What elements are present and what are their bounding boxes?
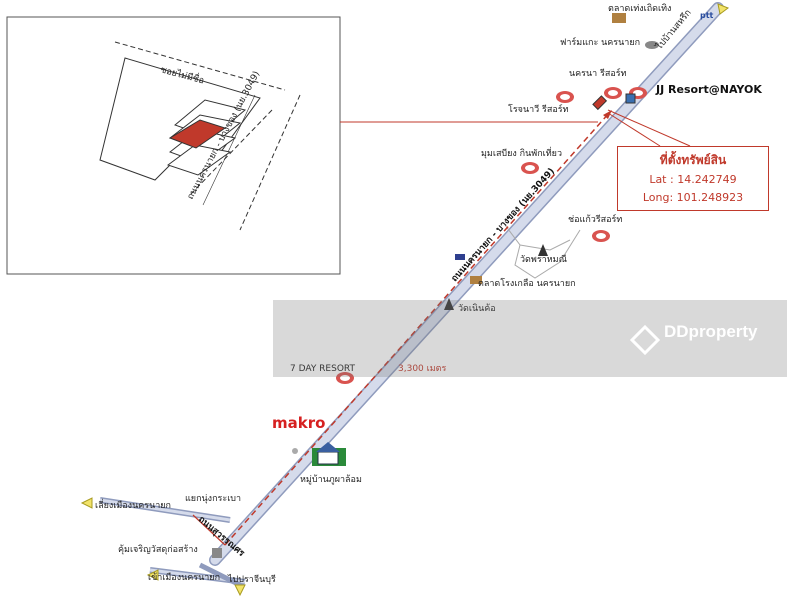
arrow-south-icon bbox=[234, 584, 246, 597]
resort-icon bbox=[592, 230, 610, 242]
place-label: ตลาดเท่งเถิดเทิง bbox=[608, 3, 671, 14]
main-road-label: ถนนนครนายก - บางของ (นย.3049) bbox=[450, 167, 557, 284]
market-icon bbox=[612, 13, 626, 23]
place-label: แยกนุ่งกระเบา bbox=[185, 494, 241, 504]
place-label: นครนา รีสอร์ท bbox=[569, 67, 627, 79]
sheep-farm-icon bbox=[645, 41, 659, 49]
inset-road-line-2 bbox=[189, 109, 273, 196]
village-icon bbox=[312, 442, 346, 466]
resort-name-label: JJ Resort@NAYOK bbox=[655, 83, 762, 96]
makro-label: makro bbox=[272, 414, 325, 432]
route-arrow-head bbox=[603, 110, 612, 119]
place-label: ไปปราจีนบุรี bbox=[227, 574, 276, 585]
place-label: 7 DAY RESORT bbox=[290, 364, 356, 374]
inset-frame bbox=[6, 16, 341, 275]
latitude-value: Lat : 14.242749 bbox=[649, 173, 737, 186]
market-icon bbox=[470, 276, 482, 284]
resort-icon bbox=[604, 87, 622, 99]
watermark-band bbox=[273, 300, 787, 377]
resort-icon bbox=[336, 372, 354, 384]
inset-road-line bbox=[239, 94, 301, 231]
distance-label: 3,300 เมตร bbox=[398, 364, 446, 374]
place-label: ฟาร์มแกะ นครนายก bbox=[560, 36, 640, 48]
resort-icon bbox=[521, 162, 539, 174]
place-label: มุมเสบียง กินพักเที่ยว bbox=[481, 146, 562, 159]
longitude-value: Long: 101.248923 bbox=[642, 191, 744, 204]
place-label: โรจนาวี รีสอร์ท bbox=[508, 103, 569, 115]
makro-icon bbox=[292, 448, 298, 454]
place-label: เข้าเมืองนครนายก bbox=[148, 572, 220, 583]
location-info-box: ที่ตั้งทรัพย์สิน Lat : 14.242749 Long: 1… bbox=[617, 146, 769, 211]
inset-road-edge bbox=[202, 94, 256, 206]
shop-icon bbox=[212, 548, 222, 558]
route-start-line bbox=[192, 514, 226, 546]
temple-icon bbox=[538, 244, 548, 256]
resort-icon bbox=[556, 91, 574, 103]
subject-site-marker bbox=[592, 95, 608, 111]
watermark-text: DDproperty bbox=[664, 322, 758, 341]
place-label: เลี่ยงเมืองนครนายก bbox=[95, 498, 171, 511]
place-label: ช่อแก้วรีสอร์ท bbox=[568, 213, 622, 225]
place-label: คุ้มเจริญวัสดุก่อสร้าง bbox=[118, 544, 198, 555]
inset-soi-line-top bbox=[114, 41, 286, 91]
info-box-title: ที่ตั้งทรัพย์สิน bbox=[659, 153, 727, 167]
bank-icon bbox=[455, 254, 465, 260]
info-pointer-2 bbox=[607, 112, 661, 147]
inset-subject-parcel bbox=[168, 119, 227, 149]
place-label: หมู่บ้านภูผาล้อม bbox=[300, 474, 362, 485]
watermark-logo-icon bbox=[630, 325, 660, 355]
ptt-label: ptt bbox=[700, 11, 714, 20]
place-label: วัดเนินค้อ bbox=[458, 303, 496, 314]
arrow-west-icon bbox=[80, 497, 93, 509]
place-label: ตลาดโรงเกลือ นครนายก bbox=[478, 278, 576, 289]
arrow-west-icon bbox=[146, 569, 159, 581]
info-pointer-1 bbox=[607, 109, 691, 147]
arrow-northeast-icon bbox=[717, 3, 730, 15]
route-line bbox=[224, 111, 611, 546]
place-label: วัดพราหมณี bbox=[520, 254, 567, 265]
temple-icon bbox=[444, 298, 454, 310]
hotel-icon bbox=[625, 93, 636, 104]
side-roads bbox=[504, 224, 581, 279]
